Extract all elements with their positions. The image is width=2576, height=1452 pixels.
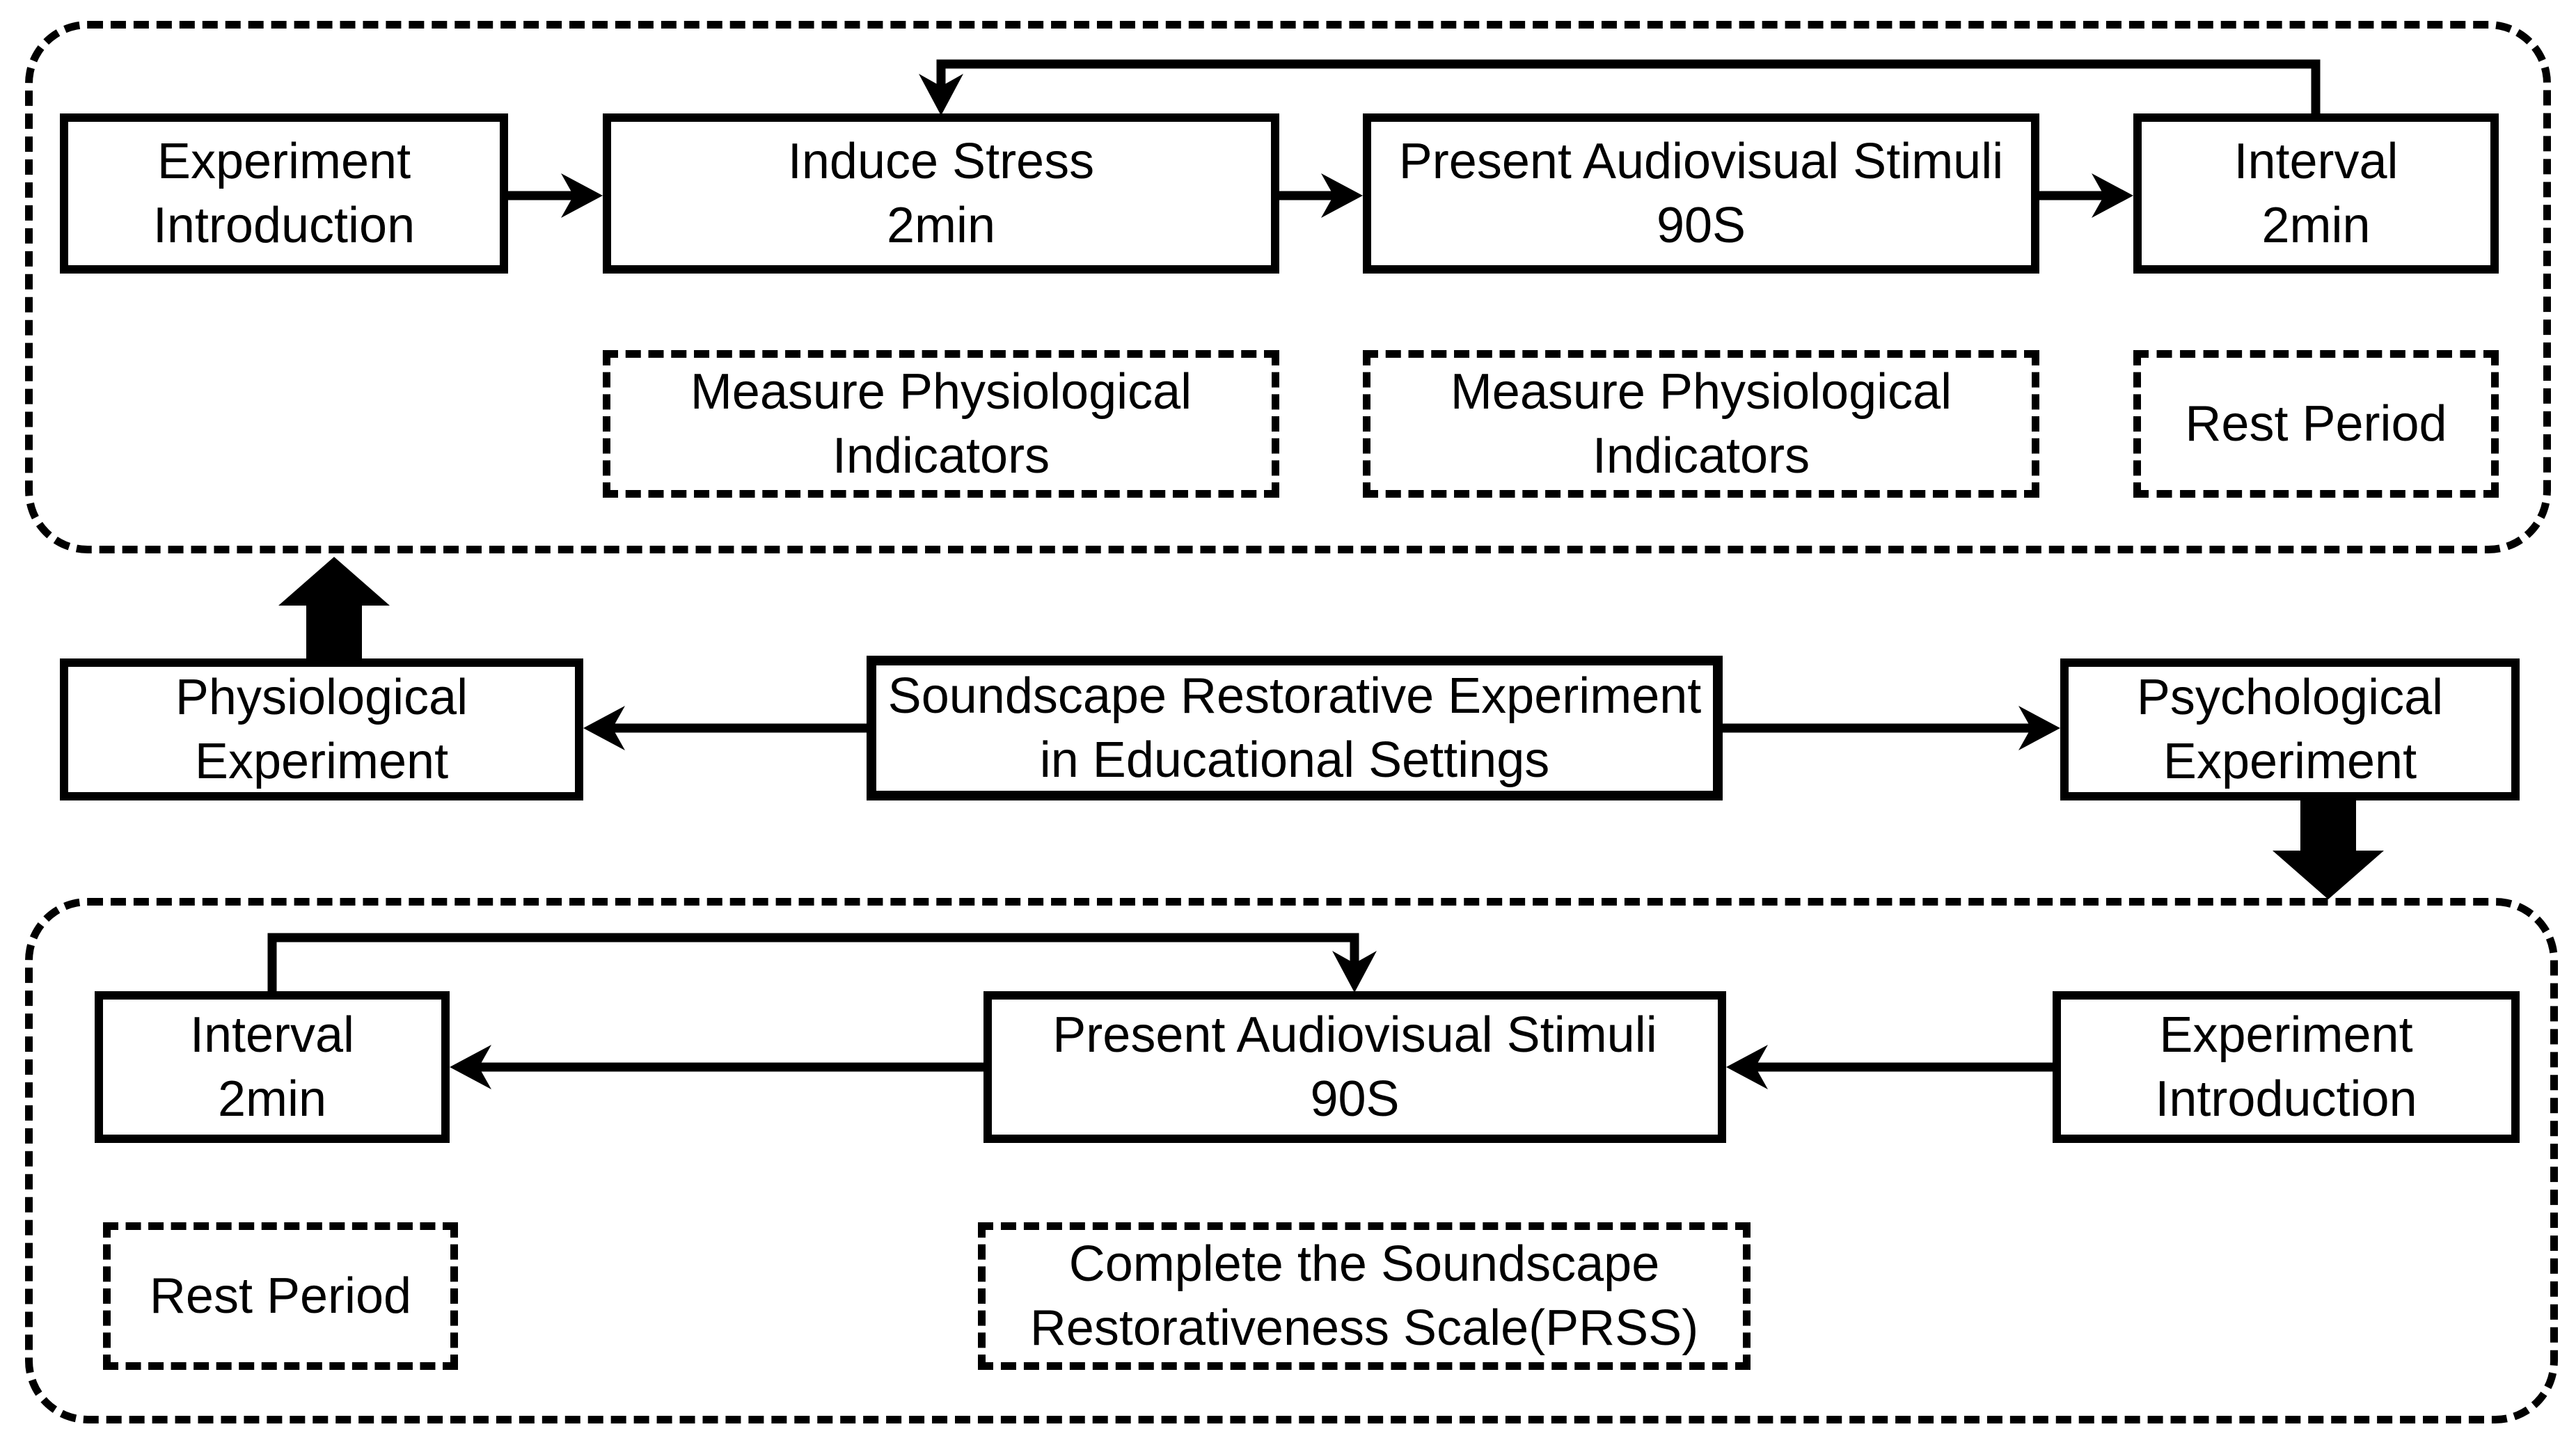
step-present-stimuli-physio: Present Audiovisual Stimuli 90S: [1363, 113, 2039, 274]
note-label: Restorativeness Scale(PRSS): [1029, 1300, 1699, 1356]
step-label: 90S: [1656, 198, 1746, 253]
psychological-track-container: [25, 898, 2558, 1423]
node-central-hub: Soundscape Restorative Experiment in Edu…: [867, 656, 1723, 800]
step-label: Present Audiovisual Stimuli: [1052, 1007, 1657, 1063]
note-measure-indicators-1: Measure Physiological Indicators: [603, 350, 1279, 498]
node-psychological-experiment: Psychological Experiment: [2060, 658, 2520, 800]
note-label: Measure Physiological: [1450, 364, 1952, 420]
step-label: 2min: [2261, 198, 2371, 253]
arrow-experiment-introduction-to-present-stimuli-bottom: [1726, 1045, 2053, 1089]
step-label: Experiment: [2159, 1007, 2413, 1063]
note-label: Indicators: [1592, 428, 1810, 484]
note-rest-period-physio: Rest Period: [2133, 350, 2499, 498]
step-experiment-introduction-psych: Experiment Introduction: [2053, 991, 2520, 1143]
note-rest-period-psych: Rest Period: [103, 1222, 458, 1370]
note-label: Indicators: [832, 428, 1050, 484]
node-label: Experiment: [194, 734, 449, 789]
node-label: Experiment: [2163, 734, 2417, 789]
step-present-stimuli-psych: Present Audiovisual Stimuli 90S: [983, 991, 1726, 1143]
step-interval-physio: Interval 2min: [2133, 113, 2499, 274]
step-label: Experiment: [157, 134, 411, 189]
arrow-present-stimuli-to-interval-bottom: [450, 1045, 983, 1089]
block-arrow-down-psychological: [2273, 800, 2384, 899]
step-label: Interval: [189, 1007, 355, 1063]
arrow-hub-to-psychological: [1723, 706, 2060, 750]
note-label: Rest Period: [2185, 396, 2447, 452]
step-induce-stress: Induce Stress 2min: [603, 113, 1279, 274]
step-label: 90S: [1310, 1071, 1400, 1127]
physiological-track-container: [25, 21, 2551, 553]
loop-arrow-interval-to-induce-stress: [919, 59, 2321, 116]
note-complete-prss: Complete the Soundscape Restorativeness …: [978, 1222, 1751, 1370]
step-label: 2min: [217, 1071, 327, 1127]
note-label: Measure Physiological: [690, 364, 1192, 420]
step-label: Introduction: [152, 198, 416, 253]
step-label: Interval: [2234, 134, 2399, 189]
step-label: Present Audiovisual Stimuli: [1398, 134, 2004, 189]
note-label: Complete the Soundscape: [1068, 1236, 1660, 1292]
node-label: Psychological: [2136, 670, 2444, 725]
loop-arrow-interval-to-present-stimuli: [267, 933, 1377, 993]
arrow-experiment-introduction-to-induce-stress: [508, 173, 603, 218]
step-label: 2min: [886, 198, 996, 253]
step-interval-psych: Interval 2min: [95, 991, 450, 1143]
arrow-present-stimuli-to-interval: [2039, 173, 2133, 218]
note-label: Rest Period: [149, 1268, 412, 1324]
arrow-hub-to-physiological: [583, 706, 867, 750]
node-label: Soundscape Restorative Experiment: [887, 668, 1702, 724]
node-physiological-experiment: Physiological Experiment: [60, 658, 583, 800]
step-experiment-introduction-physio: Experiment Introduction: [60, 113, 508, 274]
step-label: Induce Stress: [787, 134, 1095, 189]
node-label: in Educational Settings: [1039, 732, 1550, 788]
arrow-induce-stress-to-present-stimuli: [1279, 173, 1363, 218]
node-label: Physiological: [175, 670, 468, 725]
note-measure-indicators-2: Measure Physiological Indicators: [1363, 350, 2039, 498]
step-label: Introduction: [2155, 1071, 2417, 1127]
block-arrow-up-physiological: [278, 557, 390, 658]
